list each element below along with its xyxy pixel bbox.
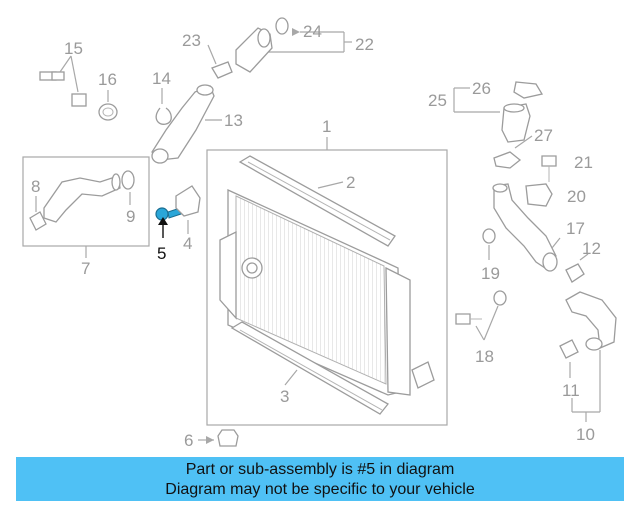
part-9-oring — [121, 170, 135, 190]
label-27: 27 — [534, 126, 553, 145]
label-17: 17 — [566, 219, 585, 238]
part-24-oring — [275, 17, 289, 35]
label-5: 5 — [157, 244, 166, 263]
label-13: 13 — [224, 111, 243, 130]
label-11: 11 — [562, 381, 580, 400]
part-20-sensor — [525, 183, 553, 207]
part-25-pipe — [501, 103, 531, 143]
banner-line-1: Part or sub-assembly is #5 in diagram — [185, 461, 455, 478]
part-11-clamp — [559, 339, 579, 359]
info-banner: Part or sub-assembly is #5 in diagram Di… — [16, 457, 624, 501]
label-19: 19 — [481, 264, 500, 283]
label-14: 14 — [152, 69, 171, 88]
banner-line-2: Diagram may not be specific to your vehi… — [165, 481, 475, 498]
label-8: 8 — [31, 177, 40, 196]
label-15: 15 — [64, 39, 83, 58]
label-24: 24 — [303, 22, 322, 41]
part-7-hose — [43, 175, 121, 223]
label-10: 10 — [576, 425, 595, 444]
part-14-clip — [155, 107, 172, 125]
label-4: 4 — [183, 234, 192, 253]
part-27-clamp — [493, 151, 522, 169]
part-26-clamp — [513, 81, 544, 99]
part-5-bolt — [155, 207, 182, 238]
part-18-bolts — [455, 290, 507, 341]
label-16: 16 — [98, 70, 117, 89]
label-21: 21 — [574, 153, 593, 172]
part-8-clamp — [29, 211, 47, 231]
intercooler-core — [219, 188, 435, 396]
parts-diagram: 1 2 3 4 5 6 7 8 9 10 11 12 13 14 15 16 1… — [22, 17, 617, 450]
label-20: 20 — [567, 187, 586, 206]
label-1: 1 — [322, 117, 331, 136]
label-7: 7 — [81, 259, 90, 278]
part-10-hose — [565, 291, 617, 349]
label-25: 25 — [428, 91, 447, 110]
label-18: 18 — [475, 347, 494, 366]
label-9: 9 — [126, 207, 135, 226]
label-3: 3 — [280, 387, 289, 406]
label-12: 12 — [582, 239, 601, 258]
label-26: 26 — [472, 79, 491, 98]
part-19-grommet — [482, 228, 496, 260]
part-16-grommet — [98, 90, 118, 121]
label-6: 6 — [184, 431, 193, 450]
label-23: 23 — [182, 31, 201, 50]
part-21-bolt — [541, 155, 557, 182]
part-6-grommet — [217, 429, 239, 447]
part-15-bolts — [39, 55, 87, 107]
label-22: 22 — [355, 35, 374, 54]
label-2: 2 — [346, 173, 355, 192]
part-23-clamp — [211, 61, 233, 79]
part-12-clamp — [565, 263, 585, 283]
part-4-bracket — [175, 185, 201, 217]
